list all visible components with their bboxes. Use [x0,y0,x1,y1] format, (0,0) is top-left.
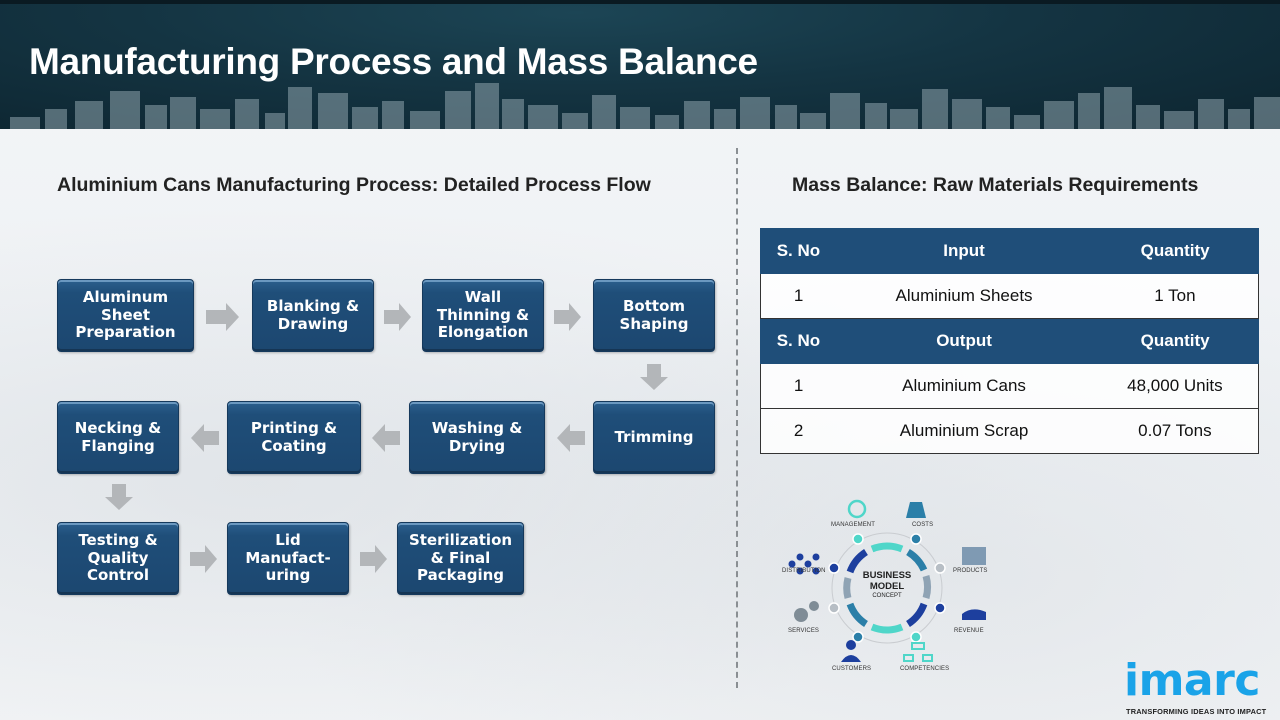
arrow-right-icon [206,303,239,331]
arrow-right-icon [360,545,387,573]
process-step-box: Aluminum Sheet Preparation [57,279,194,352]
header-banner: Manufacturing Process and Mass Balance [0,0,1280,129]
page-title: Manufacturing Process and Mass Balance [29,41,758,82]
management-icon [847,499,867,519]
process-step-box: Trimming [593,401,715,474]
table-row: 2 Aluminium Scrap 0.07 Tons [760,408,1259,454]
table-cell: 1 [760,273,837,319]
bm-label-distribution: DISTRIBUTION [782,568,826,574]
bm-label-customers: CUSTOMERS [832,666,872,672]
costs-icon [906,502,926,518]
process-step-label: Bottom Shaping [619,297,689,333]
process-step-box: Sterilization & Final Packaging [397,522,524,595]
imarc-logo: imarc TRANSFORMING IDEAS INTO IMPACT [1124,652,1274,718]
section-divider [736,148,738,688]
bm-label-management: MANAGEMENT [831,522,876,528]
process-flow-title: Aluminium Cans Manufacturing Process: De… [57,174,651,196]
mass-balance-table: S. No Input Quantity 1 Aluminium Sheets … [760,228,1259,454]
mass-balance-title: Mass Balance: Raw Materials Requirements [792,174,1199,196]
bm-center-text: BUSINESS MODEL CONCEPT [842,570,932,599]
table-cell: 1 [760,363,837,409]
input-header-row: S. No Input Quantity [760,228,1259,274]
arrow-right-icon [384,303,411,331]
header-top-line [0,0,1280,4]
competencies-icon [903,642,933,662]
bm-label-revenue: REVENUE [954,628,984,634]
process-step-label: Aluminum Sheet Preparation [75,288,176,342]
bm-center-line1: BUSINESS [862,570,912,581]
process-step-label: Wall Thinning & Elongation [436,288,530,342]
process-step-label: Lid Manufact- uring [245,531,331,585]
process-step-box: Testing & Quality Control [57,522,179,595]
process-step-box: Lid Manufact- uring [227,522,349,595]
process-step-label: Testing & Quality Control [78,531,158,585]
process-step-label: Sterilization & Final Packaging [408,531,513,585]
arrow-down-icon [105,484,133,510]
header-cell: Input [835,228,1093,274]
process-step-box: Necking & Flanging [57,401,179,474]
bm-label-costs: COSTS [912,522,934,528]
process-step-label: Trimming [614,427,694,446]
process-step-box: Printing & Coating [227,401,361,474]
logo-wordmark: imarc [1124,655,1260,706]
process-step-label: Blanking & Drawing [266,297,360,333]
arrow-right-icon [554,303,581,331]
table-row: 1 Aluminium Cans 48,000 Units [760,363,1259,409]
header-cell: Output [835,318,1093,364]
header-cell: S. No [760,228,837,274]
bm-label-products: PRODUCTS [953,568,988,574]
bm-label-services: SERVICES [788,628,820,634]
table-cell: Aluminium Scrap [836,408,1092,454]
output-header-row: S. No Output Quantity [760,318,1259,364]
header-cell: S. No [760,318,837,364]
header-cell: Quantity [1091,318,1259,364]
logo-tagline: TRANSFORMING IDEAS INTO IMPACT [1126,707,1267,716]
products-icon [962,547,986,565]
table-cell: 0.07 Tons [1091,408,1259,454]
arrow-left-icon [372,424,400,452]
process-step-box: Blanking & Drawing [252,279,374,352]
table-row: 1 Aluminium Sheets 1 Ton [760,273,1259,319]
process-step-box: Wall Thinning & Elongation [422,279,544,352]
process-step-box: Bottom Shaping [593,279,715,352]
arrow-left-icon [191,424,219,452]
bm-label-competencies: COMPETENCIES [900,666,950,672]
table-cell: Aluminium Sheets [836,273,1092,319]
arrow-right-icon [190,545,217,573]
table-cell: 2 [760,408,837,454]
distribution-icon [788,553,820,575]
process-step-label: Printing & Coating [250,419,338,455]
revenue-icon [962,609,986,620]
arrow-down-icon [640,364,668,390]
table-cell: 1 Ton [1091,273,1259,319]
process-step-label: Washing & Drying [431,419,523,455]
header-cell: Quantity [1091,228,1259,274]
process-step-box: Washing & Drying [409,401,545,474]
bm-center-line2: MODEL [869,581,905,592]
arrow-left-icon [557,424,585,452]
table-cell: 48,000 Units [1091,363,1259,409]
customers-icon [841,640,861,662]
process-step-label: Necking & Flanging [74,419,162,455]
services-icon [794,601,819,622]
business-model-graphic: MANAGEMENT COSTS DISTRIBUTION PRODUCTS S… [776,492,998,678]
bm-center-line3: CONCEPT [872,593,902,599]
table-cell: Aluminium Cans [836,363,1092,409]
city-skyline-graphic [10,83,1280,129]
business-model-ring [788,499,986,662]
